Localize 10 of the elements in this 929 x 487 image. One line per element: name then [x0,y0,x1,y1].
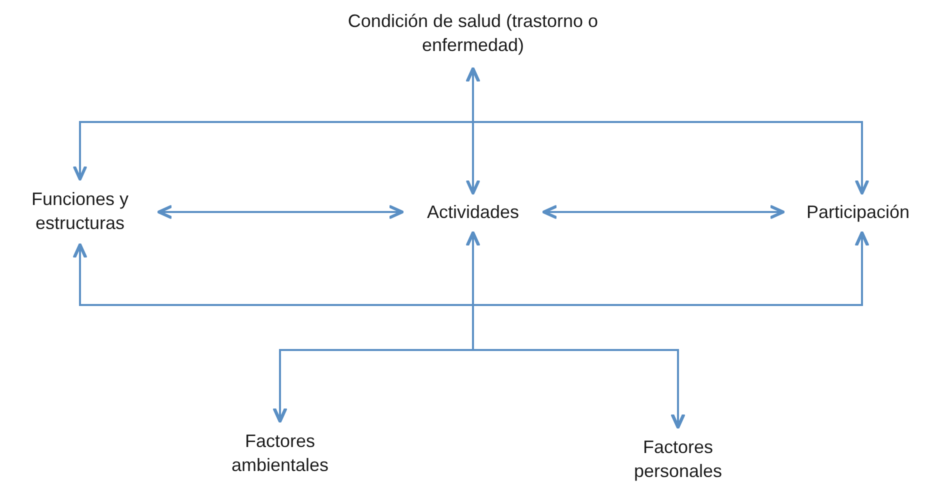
node-label: Factores ambientales [230,430,330,477]
node-label: Factores personales [632,436,724,483]
arrow [157,205,404,219]
node-label: Actividades [426,201,520,224]
node-label: Condición de salud (trastorno o enfermedad) [346,10,600,57]
arrow [542,205,785,219]
node-label: Participación [806,201,910,224]
arrow [466,67,869,195]
node-label: Funciones y estructuras [30,188,130,235]
arrow [472,231,869,429]
